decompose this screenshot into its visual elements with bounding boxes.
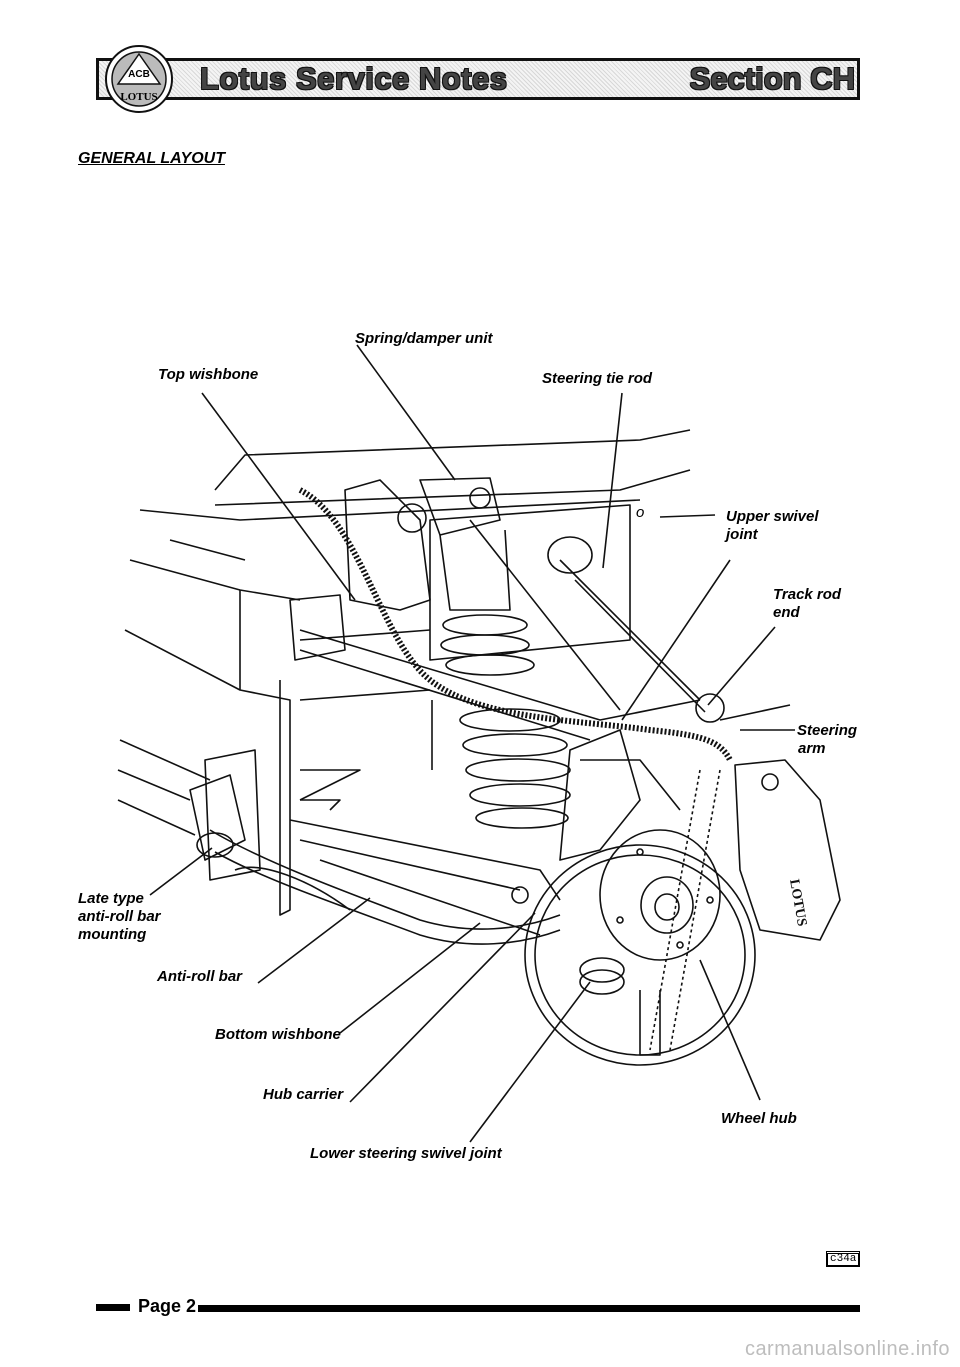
label-upper-swivel-1: Upper swivel <box>726 508 819 525</box>
footer-bar-left <box>96 1304 130 1311</box>
watermark: carmanualsonline.info <box>744 1338 950 1360</box>
lotus-logo-icon: ACB LOTUS <box>105 45 173 113</box>
label-late-type-3: mounting <box>78 926 147 943</box>
svg-text:LOTUS: LOTUS <box>786 878 809 928</box>
svg-text:ACB: ACB <box>128 69 150 80</box>
label-bottom-wishbone: Bottom wishbone <box>215 1026 341 1043</box>
label-steering-tie-rod: Steering tie rod <box>542 370 653 387</box>
figure-ref-tag: c34a <box>826 1251 860 1267</box>
header-title: Lotus Service Notes <box>200 61 508 96</box>
label-spring-damper: Spring/damper unit <box>355 330 493 347</box>
label-track-rod-2: end <box>773 604 800 621</box>
header-banner <box>96 58 860 100</box>
label-steering-arm-2: arm <box>798 740 826 757</box>
label-top-wishbone: Top wishbone <box>158 366 259 383</box>
page-number: Page 2 <box>138 1296 197 1316</box>
footer-bar-right <box>198 1305 860 1312</box>
label-lower-swivel-joint: Lower steering swivel joint <box>310 1145 502 1162</box>
label-track-rod-1: Track rod <box>773 586 842 603</box>
svg-text:LOTUS: LOTUS <box>120 91 157 103</box>
page-heading: GENERAL LAYOUT <box>78 150 225 167</box>
label-anti-roll-bar: Anti-roll bar <box>157 968 242 985</box>
label-late-type-2: anti-roll bar <box>78 908 161 925</box>
label-upper-swivel-2: joint <box>726 526 758 543</box>
label-wheel-hub: Wheel hub <box>721 1110 797 1127</box>
label-late-type-1: Late type <box>78 890 144 907</box>
header-section: Section CH <box>689 61 855 96</box>
svg-text:o: o <box>636 504 644 521</box>
label-hub-carrier: Hub carrier <box>263 1086 344 1103</box>
label-steering-arm-1: Steering <box>797 722 858 739</box>
